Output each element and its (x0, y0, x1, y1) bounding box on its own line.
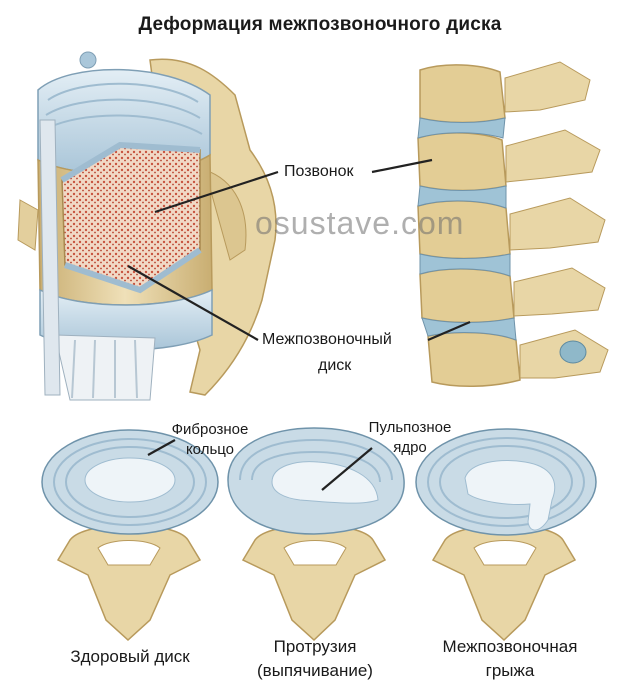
caption-protrusion-line1: Протрузия (273, 637, 357, 656)
diagram-title: Деформация межпозвоночного диска (138, 14, 502, 35)
caption-healthy: Здоровый диск (70, 647, 190, 666)
label-nucleus-line1: Пульпозное (368, 419, 452, 436)
watermark: osustave.com (255, 205, 465, 241)
protrusion-disc-illustration (227, 427, 405, 642)
caption-hernia-line1: Межпозвоночная (442, 637, 578, 656)
leader-lines (127, 158, 471, 491)
label-annulus-line2: кольцо (185, 441, 235, 458)
label-disc-line1: Межпозвоночный (262, 331, 392, 348)
label-annulus-line1: Фиброзное (171, 421, 249, 438)
vertebra-cutaway-illustration (17, 51, 277, 401)
label-disc-line2: диск (318, 357, 352, 374)
caption-hernia-line2: грыжа (485, 661, 535, 680)
caption-protrusion-line2: (выпячивание) (257, 661, 373, 680)
label-vertebra: Позвонок (284, 163, 354, 180)
spine-side-view-illustration (417, 61, 609, 387)
healthy-disc-illustration (41, 429, 219, 642)
hernia-disc-illustration (415, 428, 597, 642)
label-nucleus-line2: ядро (393, 439, 427, 456)
